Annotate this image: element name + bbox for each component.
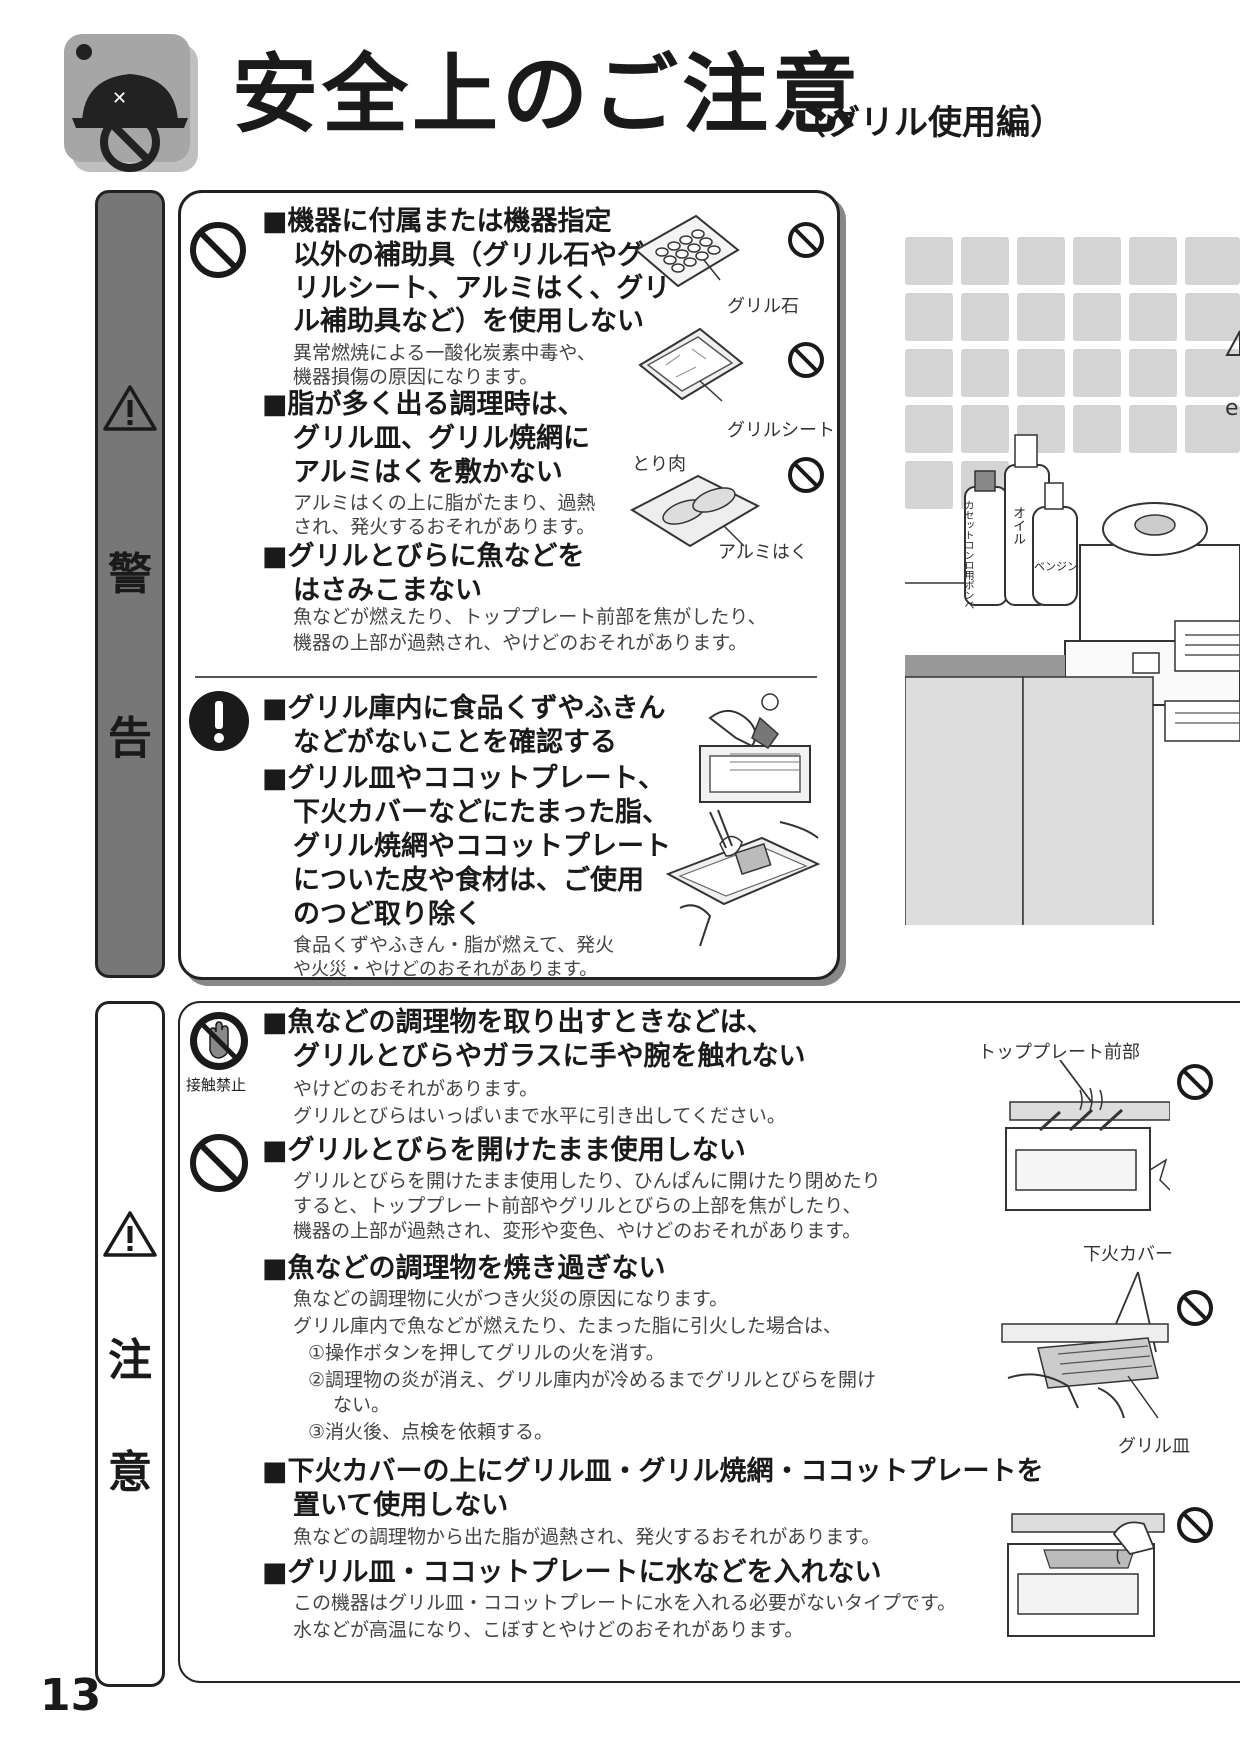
warning-item-3-head-1: ■グリルとびらに魚などを bbox=[262, 541, 585, 572]
warning-item-5-head-1: ■グリル皿やココットプレート、 bbox=[262, 763, 665, 794]
caution-tab-char-2: 意 bbox=[108, 1447, 152, 1498]
caution-item-5-desc-1: この機器はグリル皿・ココットプレートに水を入れる必要がないタイプです。 bbox=[293, 1592, 957, 1614]
warning-item-1-head-1: ■機器に付属または機器指定 bbox=[262, 206, 612, 237]
caution-item-3-desc-1: 魚などの調理物に火がつき火災の原因になります。 bbox=[293, 1288, 729, 1310]
warning-item-2-head-2: グリル皿、グリル焼網に bbox=[293, 423, 590, 454]
grill-sheet-illustration bbox=[638, 327, 744, 402]
warning-item-1-desc-1: 異常燃焼による一酸化炭素中毒や、 bbox=[293, 342, 596, 364]
warning-item-3-desc-2: 機器の上部が過熱され、やけどのおそれがあります。 bbox=[293, 632, 748, 654]
page-title: 安全上のご注意 bbox=[232, 44, 862, 145]
svg-text:✕: ✕ bbox=[112, 88, 127, 109]
grill-pan-label: グリル皿 bbox=[1118, 1436, 1190, 1457]
caution-item-2-head-1: ■グリルとびらを開けたまま使用しない bbox=[262, 1135, 746, 1166]
top-plate-front-label: トッププレート前部 bbox=[978, 1042, 1140, 1063]
caution-item-4-desc-1: 魚などの調理物から出た脂が過熱され、発火するおそれがあります。 bbox=[293, 1526, 881, 1548]
caution-item-5-desc-2: 水などが高温になり、こぼすとやけどのおそれがあります。 bbox=[293, 1619, 804, 1641]
caution-item-1-desc-2: グリルとびらはいっぱいまで水平に引き出してください。 bbox=[293, 1105, 786, 1127]
warning-item-3-desc-1: 魚などが燃えたり、トッププレート前部を焦がしたり、 bbox=[293, 606, 767, 628]
open-grill-door-illustration bbox=[1005, 1060, 1170, 1211]
caution-item-1-head-1: ■魚などの調理物を取り出すときなどは、 bbox=[262, 1007, 774, 1038]
grill-stone-label: グリル石 bbox=[727, 296, 799, 317]
prohibition-icon bbox=[1177, 1290, 1213, 1326]
helmet-icon: ✕ bbox=[64, 34, 198, 172]
warning-tab: 警 告 bbox=[95, 190, 165, 978]
prohibition-icon bbox=[190, 222, 246, 278]
warning-item-5-head-4: についた皮や食材は、ご使用 bbox=[293, 865, 644, 896]
caution-tab: 注 意 bbox=[95, 1001, 165, 1687]
chicken-foil-illustration bbox=[629, 474, 761, 548]
warning-item-1-head-2: 以外の補助具（グリル石やグ bbox=[293, 240, 644, 271]
foil-label: アルミはく bbox=[718, 542, 808, 563]
warning-item-5-head-3: グリル焼網やココットプレート bbox=[293, 831, 671, 862]
warning-tab-char-2: 告 bbox=[108, 713, 152, 764]
caution-item-3-desc-2: グリル庫内で魚などが燃えたり、たまった脂に引火した場合は、 bbox=[293, 1315, 842, 1337]
svg-text:e: e bbox=[1225, 396, 1239, 421]
caution-item-3-desc-3: ①操作ボタンを押してグリルの火を消す。 bbox=[308, 1342, 665, 1364]
warning-item-5-head-5: のつど取り除く bbox=[293, 899, 482, 930]
caution-item-5-head-1: ■グリル皿・ココットプレートに水などを入れない bbox=[262, 1557, 882, 1588]
warning-item-2-head-1: ■脂が多く出る調理時は、 bbox=[262, 389, 585, 420]
no-touch-label: 接触禁止 bbox=[186, 1076, 247, 1094]
mandatory-action-icon bbox=[189, 691, 249, 751]
caution-item-4-head-1: ■下火カバーの上にグリル皿・グリル焼網・ココットプレートを bbox=[262, 1456, 1044, 1487]
prohibition-icon bbox=[1177, 1507, 1213, 1543]
warning-item-2-head-3: アルミはくを敷かない bbox=[293, 457, 563, 488]
caution-item-1-head-2: グリルとびらやガラスに手や腕を触れない bbox=[293, 1041, 806, 1072]
caution-item-2-desc-3: 機器の上部が過熱され、変形や変色、やけどのおそれがあります。 bbox=[293, 1220, 862, 1242]
warning-item-5-desc-1: 食品くずやふきん・脂が燃えて、発火 bbox=[293, 934, 615, 956]
no-water-illustration bbox=[1007, 1513, 1165, 1637]
warning-item-5-desc-2: や火災・やけどのおそれがあります。 bbox=[293, 959, 598, 980]
warning-triangle-icon bbox=[103, 1211, 157, 1257]
caution-item-2-desc-2: すると、トッププレート前部やグリルとびらの上部を焦がしたり、 bbox=[293, 1195, 862, 1217]
prohibition-icon bbox=[1177, 1064, 1213, 1100]
no-touch-icon bbox=[190, 1012, 248, 1070]
prohibition-icon bbox=[190, 1134, 248, 1192]
warning-item-4-head-2: などがないことを確認する bbox=[293, 727, 617, 758]
warning-item-3-head-2: はさみこまない bbox=[293, 575, 482, 606]
warning-tab-char-1: 警 bbox=[108, 549, 152, 600]
warning-item-2-desc-1: アルミはくの上に脂がたまり、過熱 bbox=[293, 492, 596, 514]
prohibition-icon bbox=[788, 457, 824, 493]
caution-item-4-head-2: 置いて使用しない bbox=[293, 1490, 509, 1521]
kitchen-scene-illustration: e bbox=[905, 237, 1240, 925]
chicken-label: とり肉 bbox=[632, 454, 686, 475]
warning-item-5-head-2: 下火カバーなどにたまった脂、 bbox=[293, 797, 670, 828]
oil-bottle-label: オイル bbox=[1010, 506, 1025, 545]
grill-check-illustration bbox=[699, 693, 811, 803]
caution-tab-char-1: 注 bbox=[108, 1335, 152, 1386]
grill-stone-illustration bbox=[634, 214, 740, 288]
caution-item-3-head-1: ■魚などの調理物を焼き過ぎない bbox=[262, 1253, 666, 1284]
page-number: 13 bbox=[40, 1670, 102, 1721]
warning-item-4-head-1: ■グリル庫内に食品くずやふきん bbox=[262, 693, 666, 724]
benzine-bottle-label: ベンジン bbox=[1034, 560, 1078, 573]
caution-item-3-desc-4: ②調理物の炎が消え、グリル庫内が冷めるまでグリルとびらを開け bbox=[308, 1369, 877, 1391]
page-subtitle: （グリル使用編） bbox=[792, 103, 1064, 143]
prohibition-icon bbox=[788, 222, 824, 258]
caution-item-3-desc-6: ③消火後、点検を依頼する。 bbox=[308, 1421, 554, 1443]
grill-sheet-label: グリルシート bbox=[727, 420, 835, 441]
caution-item-2-desc-1: グリルとびらを開けたまま使用したり、ひんぱんに開けたり閉めたり bbox=[293, 1170, 881, 1192]
warning-item-1-head-4: ル補助具など）を使用しない bbox=[293, 306, 644, 337]
grease-removal-illustration bbox=[665, 809, 820, 947]
cassette-bottle-label: カセットコンロ用ボンベ bbox=[962, 500, 973, 610]
prohibition-icon bbox=[788, 342, 824, 378]
warning-item-1-desc-2: 機器損傷の原因になります。 bbox=[293, 366, 539, 388]
lower-fire-cover-illustration bbox=[1001, 1271, 1169, 1419]
caution-item-1-desc-1: やけどのおそれがあります。 bbox=[293, 1078, 539, 1100]
warning-divider bbox=[195, 676, 817, 678]
warning-item-1-head-3: リルシート、アルミはく、グリ bbox=[293, 273, 671, 304]
warning-triangle-icon bbox=[103, 385, 157, 431]
lower-fire-cover-label: 下火カバー bbox=[1083, 1244, 1173, 1265]
caution-item-3-desc-5: ない。 bbox=[333, 1394, 391, 1416]
warning-item-2-desc-2: され、発火するおそれがあります。 bbox=[293, 516, 596, 538]
